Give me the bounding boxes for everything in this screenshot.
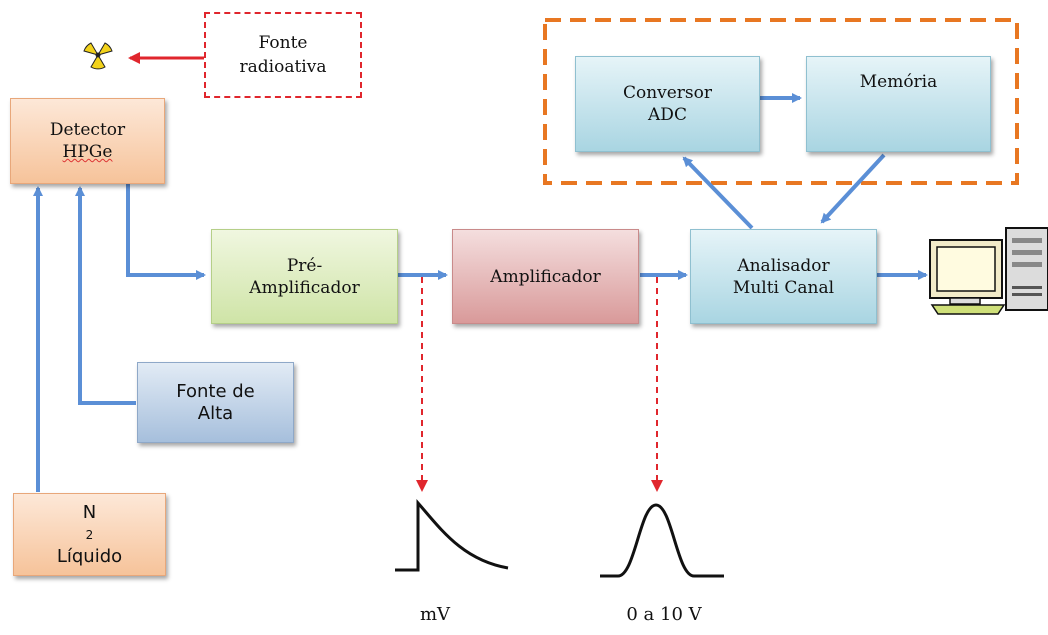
computer-icon [929, 227, 1048, 315]
radiation-icon [83, 42, 113, 70]
mca-to-adc-wire [682, 156, 754, 230]
hv-to-detector-wire [75, 186, 136, 405]
hv-label-line2: Alta [197, 402, 234, 424]
preamp-signal-label: mV [419, 604, 451, 625]
preamp-label-line2: Amplificador [249, 277, 360, 298]
radioactive-source-box: Fonte radioativa [204, 12, 362, 98]
mca-label-line1: Analisador [737, 255, 830, 276]
amplifier-box: Amplificador [452, 229, 639, 324]
detector-label-line1: Detector [49, 120, 126, 140]
memory-to-mca-wire [820, 153, 886, 224]
source-label-line2: radioativa [239, 57, 327, 77]
multichannel-analyzer-box: Analisador Multi Canal [690, 229, 877, 324]
exponential-pulse-waveform [395, 499, 509, 572]
gaussian-pulse-waveform [600, 503, 724, 578]
preamplifier-box: Pré- Amplificador [211, 229, 398, 324]
amplifier-label: Amplificador [490, 266, 601, 287]
hv-label-line1: Fonte de [176, 380, 255, 402]
adc-label-line1: Conversor [622, 83, 713, 103]
digital-group-outline [543, 18, 1019, 185]
amp-signal-label: 0 a 10 V [626, 604, 702, 625]
memory-box: Memória [806, 56, 991, 152]
adc-converter-box: Conversor ADC [575, 56, 760, 152]
adc-label-line2: ADC [648, 105, 687, 125]
n2-label-line2: Líquido [56, 545, 123, 567]
mca-label-line2: Multi Canal [732, 277, 835, 298]
high-voltage-supply-box: Fonte de Alta [137, 362, 294, 443]
detector-box: Detector HPGe [10, 98, 165, 184]
preamp-label-line1: Pré- [286, 255, 323, 276]
source-label-line1: Fonte [258, 33, 308, 53]
detector-to-preamp-wire [126, 183, 206, 280]
detector-label-line2: HPGe [62, 142, 113, 162]
memory-label: Memória [859, 72, 938, 92]
n2-subscript: 2 [85, 527, 94, 542]
